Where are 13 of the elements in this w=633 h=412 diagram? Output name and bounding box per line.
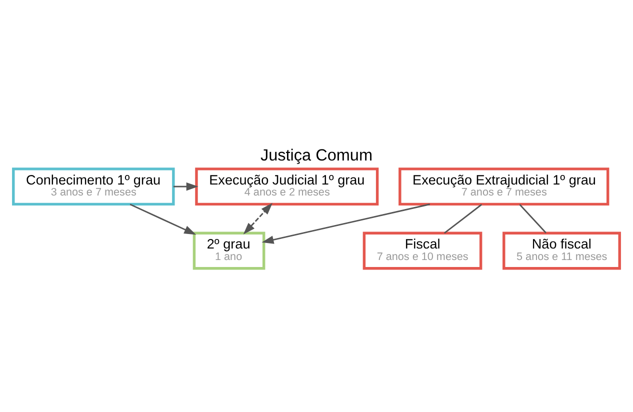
- arrow: [262, 204, 430, 244]
- node-box: Execução Extrajudicial 1º grau 7 anos e 7 meses: [398, 168, 610, 206]
- node-box: Conhecimento 1º grau 3 anos e 7 meses: [12, 168, 175, 206]
- node-box: Execução Judicial 1º grau 4 anos e 2 meses: [195, 168, 379, 206]
- arrow: [174, 182, 198, 191]
- connector: [444, 204, 482, 234]
- diagram-title: Justiça Comum: [260, 146, 373, 164]
- node-box: Não fiscal 5 anos e 11 meses: [502, 232, 621, 270]
- node-box: Fiscal 7 anos e 10 meses: [362, 232, 482, 270]
- connector: [519, 204, 546, 234]
- arrow: [130, 204, 196, 235]
- node-box: 2º grau 1 ano: [192, 232, 266, 270]
- arrow: [243, 202, 273, 234]
